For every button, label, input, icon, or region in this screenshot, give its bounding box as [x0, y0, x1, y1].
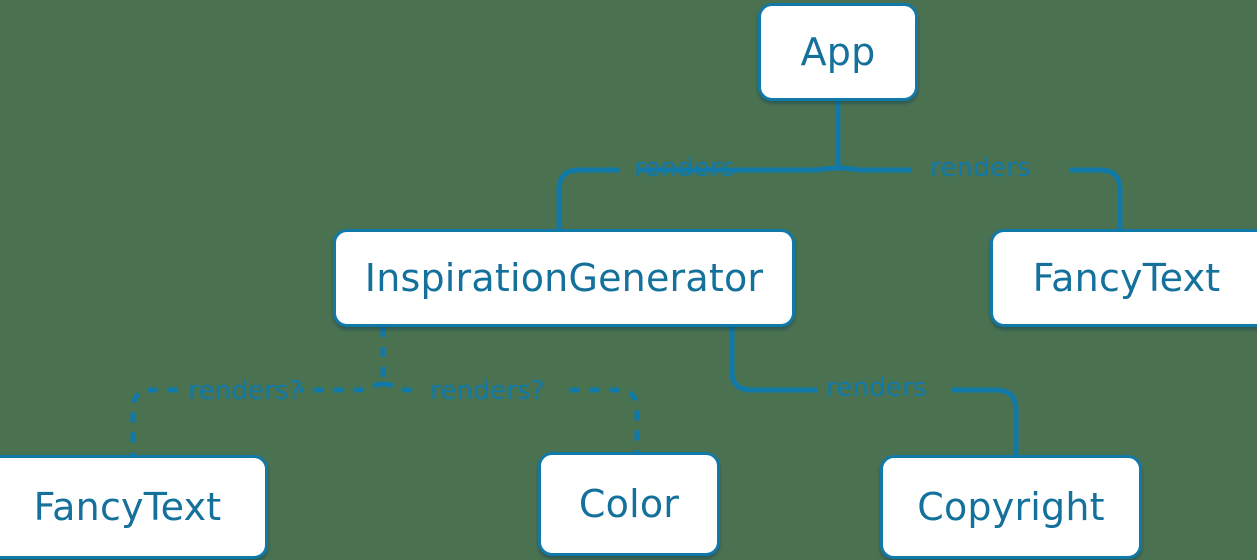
edge-app-to-inspirationgenerator	[556, 165, 839, 229]
node-fancytext-top-label: FancyText	[1032, 256, 1221, 300]
node-fancytext-top[interactable]: FancyText	[990, 229, 1257, 327]
edge-label-app-to-fancytext: renders	[930, 153, 1031, 183]
node-inspirationgenerator[interactable]: InspirationGenerator	[333, 229, 795, 327]
node-color-label: Color	[578, 482, 680, 526]
node-fancytext-bottom-label: FancyText	[33, 485, 222, 529]
edge-label-insp-to-color-maybe: renders?	[430, 376, 545, 406]
node-app[interactable]: App	[758, 3, 918, 101]
node-color[interactable]: Color	[538, 452, 720, 556]
node-copyright-label: Copyright	[917, 485, 1105, 529]
edge-insp-to-copyright	[729, 327, 1019, 455]
edge-label-insp-to-copyright: renders	[826, 373, 927, 403]
node-app-label: App	[800, 30, 876, 74]
node-inspirationgenerator-label: InspirationGenerator	[364, 256, 764, 300]
edge-label-app-to-inspirationgenerator: renders	[634, 153, 735, 183]
node-fancytext-bottom[interactable]: FancyText	[0, 455, 268, 559]
edge-label-insp-to-fancytext-maybe: renders?	[188, 376, 303, 406]
edge-insp-to-fancytext-maybe	[130, 381, 384, 455]
node-copyright[interactable]: Copyright	[880, 455, 1142, 559]
edge-app-to-fancytext	[837, 165, 1123, 229]
edge-insp-to-color-maybe	[382, 381, 640, 452]
